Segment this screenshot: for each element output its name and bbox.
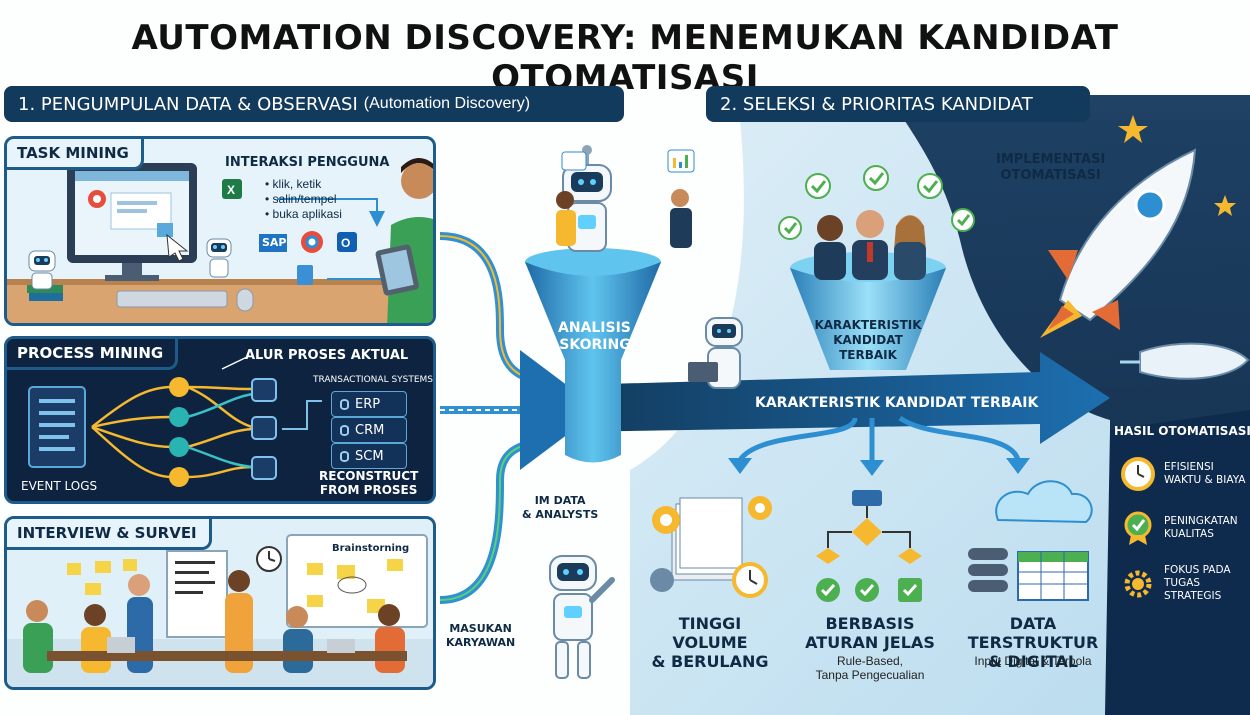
result-line: KUALITAS	[1164, 528, 1214, 540]
criteria-rules-title: BERBASIS ATURAN JELAS	[800, 614, 940, 652]
process-node	[169, 377, 189, 487]
process-mining-tag: PROCESS MINING	[7, 339, 179, 370]
funnel-2-line: KARAKTERISTIK	[814, 318, 922, 332]
criteria-line: DATA TERSTRUKTUR	[967, 614, 1099, 652]
criteria-data-sub: Input Digital & Terpola	[948, 654, 1118, 668]
result-text: FOKUS PADA TUGAS STRATEGIS	[1164, 564, 1231, 603]
criteria-data-title: DATA TERSTRUKTUR & DIGITAL	[948, 614, 1118, 671]
reconstruct-line: FROM PROSES	[319, 483, 418, 497]
it-data-label: IM DATA & ANALYSTS	[522, 494, 598, 522]
result-line: WAKTU & BIAYA	[1164, 474, 1246, 486]
implementasi-line: IMPLEMENTASI	[996, 152, 1106, 167]
result-line: FOKUS PADA	[1164, 564, 1231, 576]
bullet-item: salin/tempel	[265, 192, 342, 207]
it-data-line: IM DATA	[534, 494, 586, 507]
criteria-line: ATURAN JELAS	[805, 633, 935, 652]
flow-label: ALUR PROSES AKTUAL	[245, 348, 409, 363]
implementasi-label: IMPLEMENTASI OTOMATISASI	[996, 152, 1105, 184]
gear-icon	[1124, 570, 1152, 597]
criteria-line: & BERULANG	[651, 652, 769, 671]
crm-label: CRM	[355, 422, 385, 438]
task-mining-tag: TASK MINING	[7, 139, 144, 170]
award-badge-icon	[1124, 511, 1152, 545]
sap-icon: SAP	[262, 236, 287, 249]
database-icon	[340, 450, 349, 462]
task-mining-panel: TASK MINING	[4, 136, 436, 326]
erp-label: ERP	[355, 396, 381, 412]
process-mining-panel: PROCESS MINING	[4, 336, 436, 504]
masukan-line: KARYAWAN	[446, 636, 516, 649]
masukan-line: MASUKAN	[449, 622, 512, 635]
funnel-2-line: TERBAIK	[839, 348, 897, 362]
bullet-item: klik, ketik	[265, 177, 342, 192]
robot-icon	[28, 250, 56, 290]
funnel-1-line: ANALISIS &	[558, 320, 648, 336]
clock-icon	[1121, 457, 1155, 491]
criteria-volume-title: TINGGI VOLUME & BERULANG	[640, 614, 780, 671]
masukan-label: MASUKAN KARYAWAN	[446, 622, 515, 650]
document-icon	[28, 386, 86, 468]
section-2-header: 2. SELEKSI & PRIORITAS KANDIDAT	[706, 86, 1090, 122]
person-illustration	[375, 158, 433, 323]
interview-panel: INTERVIEW & SURVEI	[4, 516, 436, 690]
result-line: EFISIENSI	[1164, 461, 1214, 473]
task-mining-bullets: klik, ketik salin/tempel buka aplikasi	[265, 177, 342, 222]
crm-box: CRM	[331, 417, 407, 443]
funnel-2-label: KARAKTERISTIK KANDIDAT TERBAIK	[808, 318, 928, 363]
scm-box: SCM	[331, 443, 407, 469]
result-line: STRATEGIS	[1164, 590, 1222, 602]
database-icon	[340, 398, 349, 410]
result-item: EFISIENSI WAKTU & BIAYA	[1120, 456, 1245, 492]
criteria-line: BERBASIS	[825, 614, 915, 633]
result-text: PENINGKATAN KUALITAS	[1164, 515, 1238, 541]
main-arrow-label: KARAKTERISTIK KANDIDAT TERBAIK	[755, 395, 1039, 411]
results-heading: HASIL OTOMATISASI	[1114, 424, 1250, 438]
result-item: FOKUS PADA TUGAS STRATEGIS	[1120, 564, 1231, 603]
result-text: EFISIENSI WAKTU & BIAYA	[1164, 461, 1245, 487]
reconstruct-line: RECONSTRUCT	[319, 469, 419, 483]
criteria-sub-line: Tanpa Pengecualian	[815, 668, 925, 682]
result-item: PENINGKATAN KUALITAS	[1120, 510, 1238, 546]
it-data-line: & ANALYSTS	[522, 508, 599, 521]
brainstorm-board-label: Brainstorning	[332, 543, 410, 554]
bullet-item: buka aplikasi	[265, 207, 342, 222]
implementasi-line: OTOMATISASI	[1000, 168, 1101, 183]
criteria-rules-sub: Rule-Based, Tanpa Pengecualian	[800, 654, 940, 682]
funnel-2-line: KANDIDAT	[833, 333, 903, 347]
result-line: TUGAS	[1164, 577, 1201, 589]
task-mining-heading: INTERAKSI PENGGUNA	[225, 155, 390, 170]
event-logs-label: EVENT LOGS	[21, 479, 98, 493]
section-1-header: 1. PENGUMPULAN DATA & OBSERVASI (Automat…	[4, 86, 624, 122]
svg-text:X: X	[227, 183, 235, 197]
database-icon	[340, 424, 349, 436]
reconstruct-label: RECONSTRUCT FROM PROSES	[319, 469, 418, 497]
criteria-sub-line: Rule-Based,	[836, 654, 904, 668]
funnel-1-line: SKORING	[559, 337, 631, 353]
interview-tag: INTERVIEW & SURVEI	[7, 519, 212, 550]
monitor-icon	[67, 163, 197, 281]
scm-label: SCM	[355, 448, 384, 464]
funnel-1-label: ANALISIS & SKORING	[558, 320, 648, 354]
result-line: PENINGKATAN	[1164, 515, 1238, 527]
criteria-sub-line: Input Digital & Terpola	[974, 654, 1092, 668]
criteria-line: TINGGI VOLUME	[672, 614, 748, 652]
section-1-label: 1. PENGUMPULAN DATA & OBSERVASI	[18, 93, 358, 115]
systems-label: TRANSACTIONAL SYSTEMS	[313, 375, 434, 385]
section-2-label: 2. SELEKSI & PRIORITAS KANDIDAT	[720, 93, 1033, 115]
section-1-sub: (Automation Discovery)	[363, 95, 531, 112]
erp-box: ERP	[331, 391, 407, 417]
svg-text:O: O	[341, 236, 350, 250]
criteria-line: & DIGITAL	[987, 652, 1079, 671]
robot-icon	[206, 238, 232, 278]
